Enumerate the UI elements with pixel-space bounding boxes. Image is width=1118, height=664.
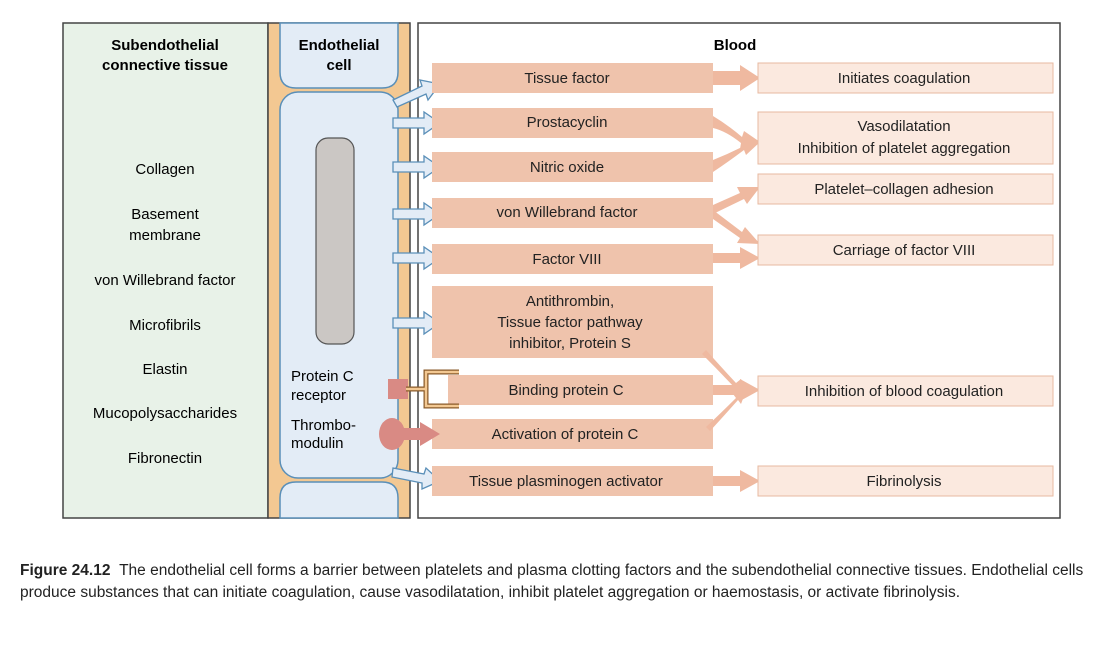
arrow-factor-viii-to-carriage: [713, 247, 760, 269]
outcome-box-inhibition-coagulation: [757, 375, 1054, 407]
connective-item-basement: Basement: [131, 206, 199, 223]
factor-box-antithrombin: [432, 286, 713, 358]
factor-label-factor-viii: Factor VIII: [532, 251, 601, 268]
arrow-vwf-to-carriage: [713, 210, 760, 244]
outcome-boxes: [757, 62, 1054, 497]
arrow-prostacyclin-merge: [713, 116, 760, 149]
thrombomodulin-shape: [379, 418, 405, 450]
outcome-label-inhibition-coagulation: Inhibition of blood coagulation: [805, 383, 1004, 400]
thrombomodulin-arrow: [400, 422, 440, 446]
factor-label-binding-protein-c: Binding protein C: [508, 382, 623, 399]
outcome-label-platelet-aggregation: Inhibition of platelet aggregation: [798, 140, 1011, 157]
connective-item-mucopolysaccharides: Mucopolysaccharides: [93, 405, 237, 422]
protein-c-receptor-shape: [388, 379, 408, 399]
factor-boxes: [432, 63, 713, 496]
outcome-box-initiates-coagulation: [757, 62, 1054, 94]
endothelial-cell-top: [279, 22, 399, 89]
outcome-label-carriage-viii: Carriage of factor VIII: [833, 242, 976, 259]
outcome-arrows: [702, 65, 760, 492]
factor-label-vwf: von Willebrand factor: [497, 204, 638, 221]
factor-box-nitric-oxide: [432, 152, 713, 182]
arrow-antithrombin-merge: [702, 350, 747, 395]
connective-heading-line2: connective tissue: [102, 57, 228, 74]
thrombomodulin-label-line2: modulin: [291, 435, 344, 452]
connective-item-elastin: Elastin: [142, 361, 187, 378]
secretion-arrow-tpa: [391, 466, 442, 491]
figure-caption-text: The endothelial cell forms a barrier bet…: [20, 562, 1084, 601]
outcome-box-platelet-adhesion: [757, 173, 1054, 205]
endothelial-heading-line1: Endothelial: [299, 37, 380, 54]
thrombomodulin-label-line1: Thrombo-: [291, 417, 356, 434]
endothelial-heading-line2: cell: [326, 57, 351, 74]
endothelial-cell-bottom: [279, 481, 399, 519]
arrow-tissue-factor-to-coagulation: [713, 65, 760, 91]
arrow-tpa-to-fibrinolysis: [713, 470, 760, 492]
connective-item-fibronectin: Fibronectin: [128, 450, 202, 467]
factor-box-activation-protein-c: [432, 419, 713, 449]
protein-c-receptor-label-line1: Protein C: [291, 368, 354, 385]
arrow-vwf-to-adhesion: [713, 187, 760, 214]
factor-label-prostacyclin: Prostacyclin: [527, 114, 608, 131]
outcome-label-initiates-coagulation: Initiates coagulation: [838, 70, 971, 87]
factor-label-activation-protein-c: Activation of protein C: [492, 426, 639, 443]
outcome-box-carriage-viii: [757, 234, 1054, 266]
outcome-label-platelet-adhesion: Platelet–collagen adhesion: [814, 181, 993, 198]
outcome-label-vasodilatation: Vasodilatation: [857, 118, 950, 135]
outcome-box-vasodilatation: [757, 111, 1054, 165]
factor-box-tpa: [432, 466, 713, 496]
factor-box-prostacyclin: [432, 108, 713, 138]
figure-caption-label: Figure 24.12: [20, 562, 111, 579]
factor-label-tissue-factor: Tissue factor: [524, 70, 609, 87]
arrow-nitric-oxide-merge: [713, 141, 760, 172]
arrow-binding-pc-to-inhibition: [713, 379, 760, 401]
factor-box-binding-protein-c: [448, 375, 713, 405]
factor-box-factor-viii: [432, 244, 713, 274]
factor-box-tissue-factor: [432, 63, 713, 93]
connective-item-vwf: von Willebrand factor: [95, 272, 236, 289]
cell-nucleus: [315, 137, 355, 345]
connective-tissue-panel: [62, 22, 269, 519]
connective-item-collagen: Collagen: [135, 161, 194, 178]
connective-heading-line1: Subendothelial: [111, 37, 219, 54]
figure-caption: Figure 24.12 The endothelial cell forms …: [20, 560, 1100, 603]
factor-box-vwf: [432, 198, 713, 228]
endothelium-diagram: Subendothelial connective tissue Collage…: [62, 22, 1061, 519]
protein-c-bracket-inner: [406, 370, 459, 408]
connective-item-membrane: membrane: [129, 227, 201, 244]
connective-item-microfibrils: Microfibrils: [129, 317, 201, 334]
blood-heading: Blood: [714, 37, 757, 54]
outcome-box-fibrinolysis: [757, 465, 1054, 497]
outcome-label-fibrinolysis: Fibrinolysis: [866, 473, 941, 490]
arrow-activation-pc-merge: [706, 388, 747, 431]
factor-label-antithrombin-line3: inhibitor, Protein S: [509, 335, 631, 352]
secretion-arrows: [391, 79, 442, 491]
factor-label-nitric-oxide: Nitric oxide: [530, 159, 604, 176]
factor-label-antithrombin-line2: Tissue factor pathway: [497, 314, 643, 331]
protein-c-receptor-label-line2: receptor: [291, 387, 346, 404]
factor-label-tpa: Tissue plasminogen activator: [469, 473, 663, 490]
factor-label-antithrombin-line1: Antithrombin,: [526, 293, 614, 310]
